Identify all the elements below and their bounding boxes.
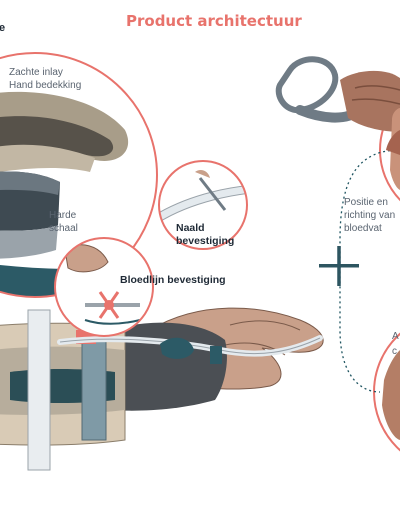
hand-cover-label: Hand bedekking [9, 80, 82, 91]
bloodline-label: Bloedlijn bevestiging [120, 274, 226, 286]
bloodline-detail-content [55, 238, 153, 336]
right-upper-circle-content [386, 108, 400, 190]
vessel-position-label-line2: richting van [344, 210, 396, 221]
needle-label-line1: Naald [176, 222, 205, 234]
right-upper-detail-circle [379, 98, 400, 202]
needle-detail-content [159, 161, 247, 249]
lower-circle-text-fragment-2: c [392, 346, 397, 357]
page-title: Product architectuur [126, 12, 302, 30]
hard-shell-label-line1: Harde [49, 210, 77, 221]
bloodline-detail-circle [54, 237, 154, 337]
hard-shell-label-line2: schaal [49, 223, 78, 234]
lower-circle-text-fragment-1: A [392, 331, 399, 342]
soft-inlay-label: Zachte inlay [9, 67, 63, 78]
needle-label-line2: bevestiging [176, 235, 235, 247]
right-lower-circle-content [382, 350, 400, 440]
clip-device-illustration [275, 56, 400, 132]
left-detail-circle [0, 52, 158, 298]
plus-icon [319, 246, 359, 286]
dotted-connector-line [339, 149, 400, 393]
vessel-position-label-line1: Positie en [344, 197, 388, 208]
vessel-position-label-line3: bloedvat [344, 223, 382, 234]
right-lower-detail-circle [373, 332, 400, 452]
needle-detail-circle [158, 160, 248, 250]
arm-with-brace-illustration [0, 307, 324, 471]
left-circle-title-fragment: e [0, 22, 6, 34]
